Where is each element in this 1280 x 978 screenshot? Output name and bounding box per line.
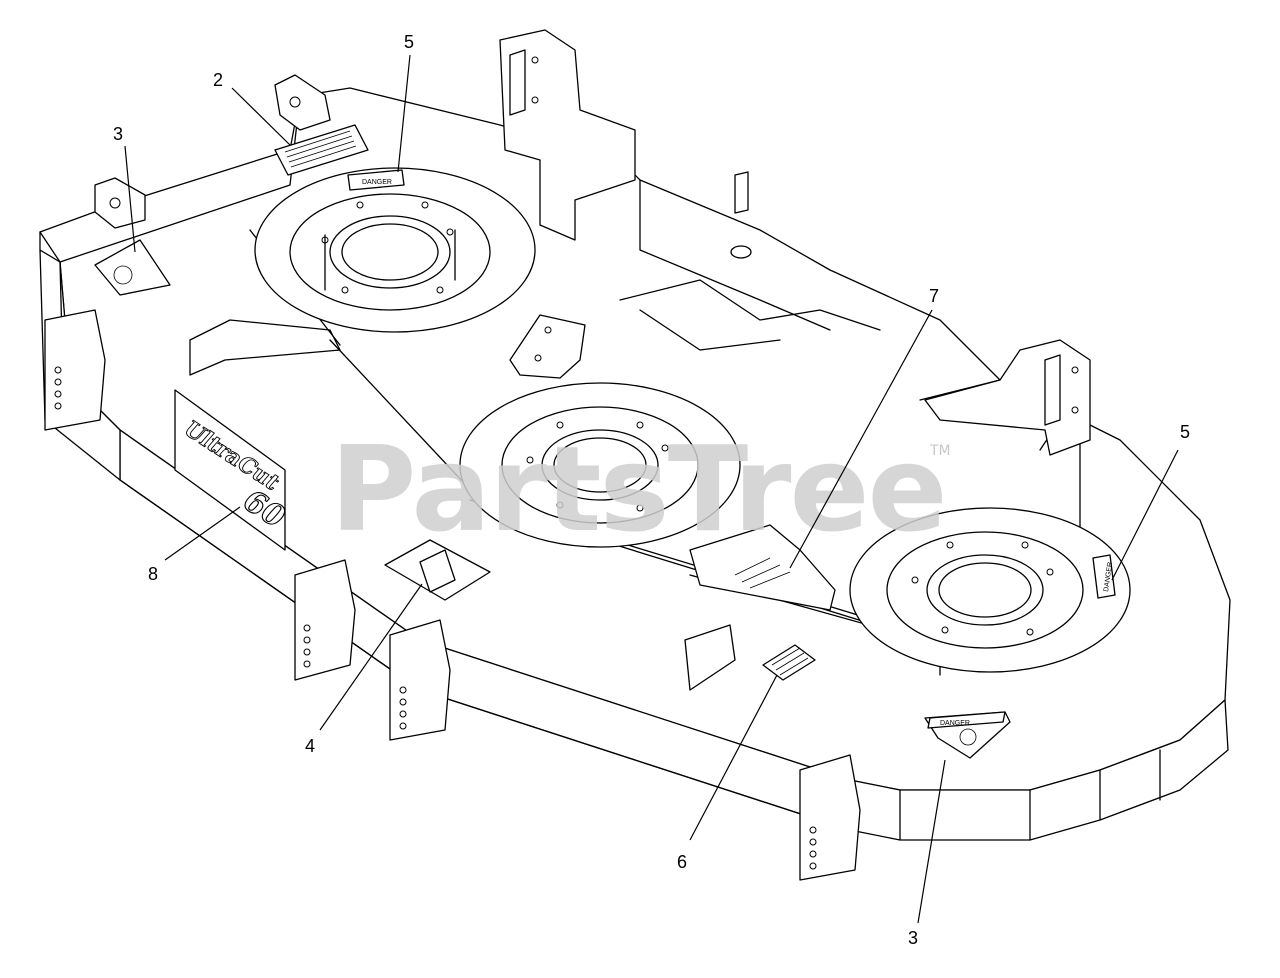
- callouts: 2 3 3 4 5 5 6 7 8: [113, 32, 1190, 948]
- callout-4: 4: [305, 736, 315, 756]
- callout-3-right: 3: [908, 928, 918, 948]
- warning-decal-icon: DANGER: [924, 711, 1011, 759]
- label-decal-icon: DANGER: [1092, 554, 1116, 599]
- label-decal-icon: DANGER: [347, 169, 405, 191]
- decal-danger-text: DANGER: [362, 179, 392, 186]
- watermark-text: PartsTree: [330, 420, 946, 558]
- spindle-right: [849, 507, 1131, 673]
- callout-6: 6: [677, 852, 687, 872]
- decals: DANGER DANGER DANGER: [94, 124, 1116, 759]
- decal-danger-text: DANGER: [1103, 562, 1114, 593]
- warning-decal-icon: [94, 239, 171, 296]
- watermark: PartsTree TM: [330, 420, 951, 558]
- spindle-left: [254, 167, 536, 333]
- hand-hazard-icon: [959, 728, 977, 746]
- callout-8: 8: [148, 564, 158, 584]
- decal-danger-text: DANGER: [940, 720, 970, 727]
- brackets: [44, 29, 1091, 881]
- callout-5-left: 5: [404, 32, 414, 52]
- watermark-tm: TM: [929, 443, 951, 459]
- spindle-plates: [254, 167, 1131, 673]
- hand-hazard-icon: [113, 265, 133, 285]
- spindle-center: [459, 382, 741, 548]
- callout-7: 7: [929, 286, 939, 306]
- callout-3-left: 3: [113, 124, 123, 144]
- callout-2: 2: [213, 70, 223, 90]
- label-decal-icon: [734, 557, 791, 589]
- callout-5-right: 5: [1180, 422, 1190, 442]
- label-decal-icon: [274, 124, 369, 176]
- label-decal-icon: [384, 539, 491, 601]
